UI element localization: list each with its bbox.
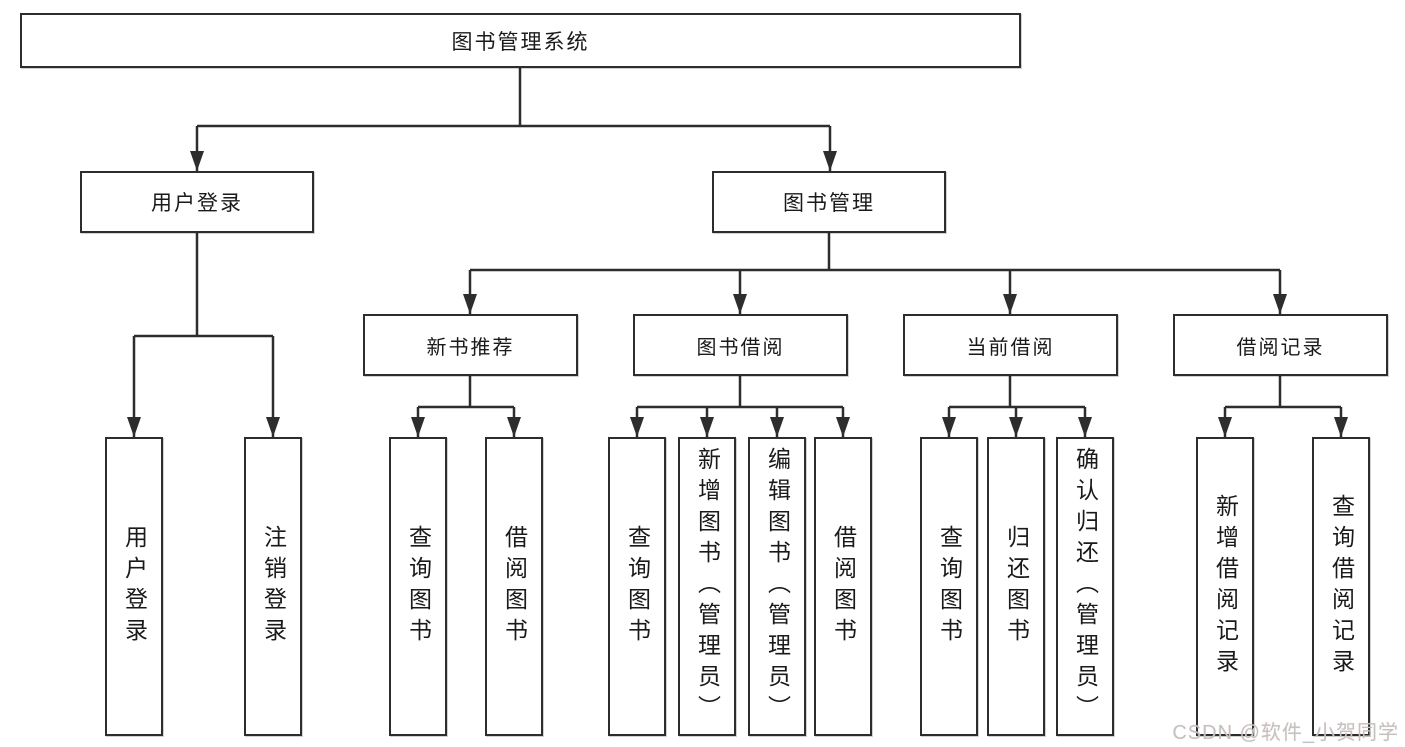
node-new-book-recommend: 新书推荐: [363, 314, 578, 376]
node-label: 新增图书（管理员）: [694, 447, 721, 726]
leaf-return-book: 归还图书: [987, 437, 1045, 736]
node-current-borrowing: 当前借阅: [903, 314, 1118, 376]
leaf-add-borrow-record: 新增借阅记录: [1196, 437, 1254, 736]
node-label: 图书管理系统: [451, 30, 590, 54]
leaf-logout: 注销登录: [244, 437, 302, 736]
node-label: 借阅图书: [830, 524, 857, 649]
leaf-query-borrow-record: 查询借阅记录: [1312, 437, 1370, 736]
node-borrowing-records: 借阅记录: [1173, 314, 1388, 376]
leaf-query-books-borrowing: 查询图书: [608, 437, 666, 736]
node-library-management-system: 图书管理系统: [20, 13, 1021, 68]
node-label: 确认归还（管理员）: [1072, 447, 1099, 726]
node-label: 编辑图书（管理员）: [764, 447, 791, 726]
leaf-borrow-books: 借阅图书: [814, 437, 872, 736]
node-label: 查询图书: [624, 524, 651, 649]
node-label: 新书推荐: [426, 336, 515, 359]
node-label: 注销登录: [260, 524, 287, 649]
leaf-confirm-return-admin: 确认归还（管理员）: [1056, 437, 1114, 736]
node-book-management: 图书管理: [712, 171, 946, 233]
node-label: 借阅图书: [501, 524, 528, 649]
node-label: 用户登录: [151, 192, 243, 215]
node-user-login: 用户登录: [80, 171, 314, 233]
node-label: 当前借阅: [966, 336, 1055, 359]
node-label: 归还图书: [1003, 524, 1030, 649]
leaf-add-book-admin: 新增图书（管理员）: [678, 437, 736, 736]
node-label: 查询借阅记录: [1328, 493, 1355, 680]
watermark: CSDN @软件_小贺同学: [1172, 722, 1399, 744]
leaf-user-login: 用户登录: [105, 437, 163, 736]
node-label: 图书管理: [783, 192, 875, 215]
node-label: 查询图书: [405, 524, 432, 649]
node-book-borrowing: 图书借阅: [633, 314, 848, 376]
leaf-query-books-recommend: 查询图书: [389, 437, 447, 736]
node-label: 查询图书: [936, 524, 963, 649]
node-label: 用户登录: [121, 524, 148, 649]
leaf-edit-book-admin: 编辑图书（管理员）: [748, 437, 806, 736]
leaf-query-books-current: 查询图书: [920, 437, 978, 736]
node-label: 借阅记录: [1236, 336, 1325, 359]
node-label: 图书借阅: [696, 336, 785, 359]
leaf-borrow-books-recommend: 借阅图书: [485, 437, 543, 736]
node-label: 新增借阅记录: [1212, 493, 1239, 680]
